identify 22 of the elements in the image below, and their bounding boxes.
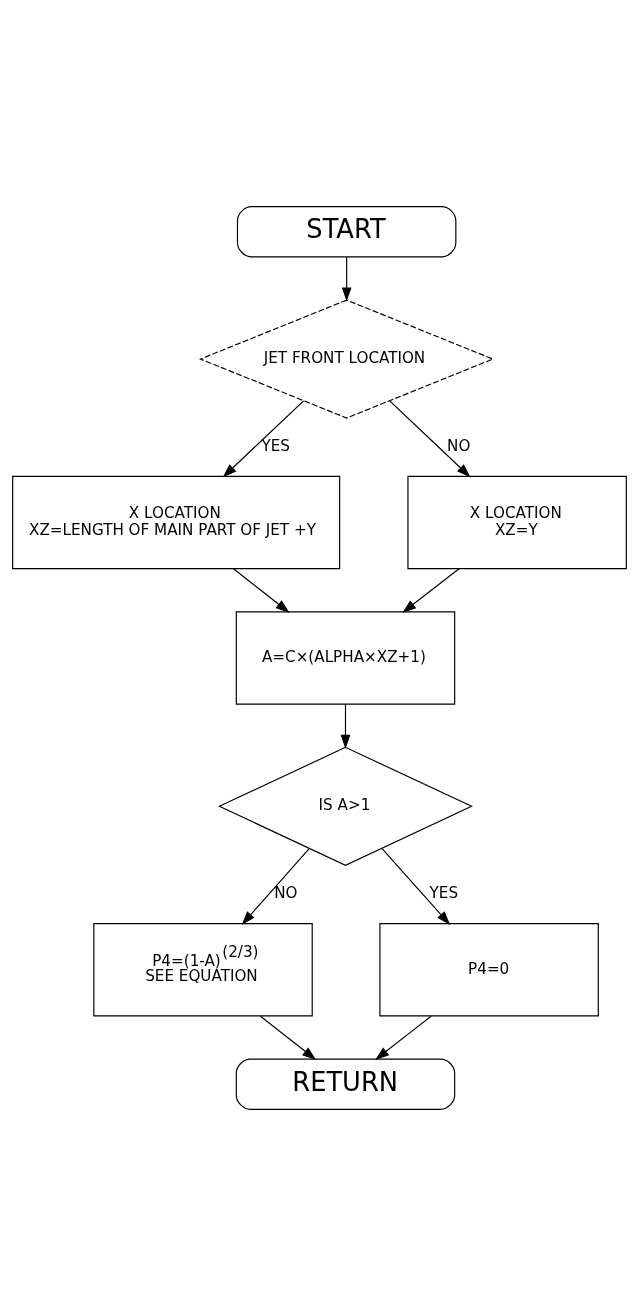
arrow	[341, 256, 352, 302]
edge-label: YES	[429, 884, 459, 903]
node-box: X LOCATION XZ=Y	[407, 475, 627, 570]
arrow	[222, 400, 305, 478]
arrow	[402, 568, 460, 613]
arrow	[389, 400, 471, 478]
arrow	[340, 703, 351, 749]
edge-label: NO	[447, 437, 471, 456]
arrow	[381, 847, 451, 925]
node-diamond: IS A>1	[218, 746, 473, 866]
node-diamond: JET FRONT LOCATION	[198, 299, 495, 419]
arrow	[259, 1015, 317, 1060]
arrow	[375, 1015, 432, 1060]
node-box: START	[236, 206, 457, 258]
node-box: A=C×(ALPHA×XZ+1)	[235, 611, 456, 705]
node-box: RETURN	[235, 1058, 456, 1110]
arrow	[241, 847, 310, 925]
edge-label: NO	[274, 884, 298, 903]
edge-label: YES	[261, 437, 290, 456]
arrow	[232, 568, 290, 613]
node-box: X LOCATION XZ=LENGTH OF MAIN PART OF JET +Y	[12, 475, 341, 570]
node-box: P4=0	[379, 923, 599, 1017]
